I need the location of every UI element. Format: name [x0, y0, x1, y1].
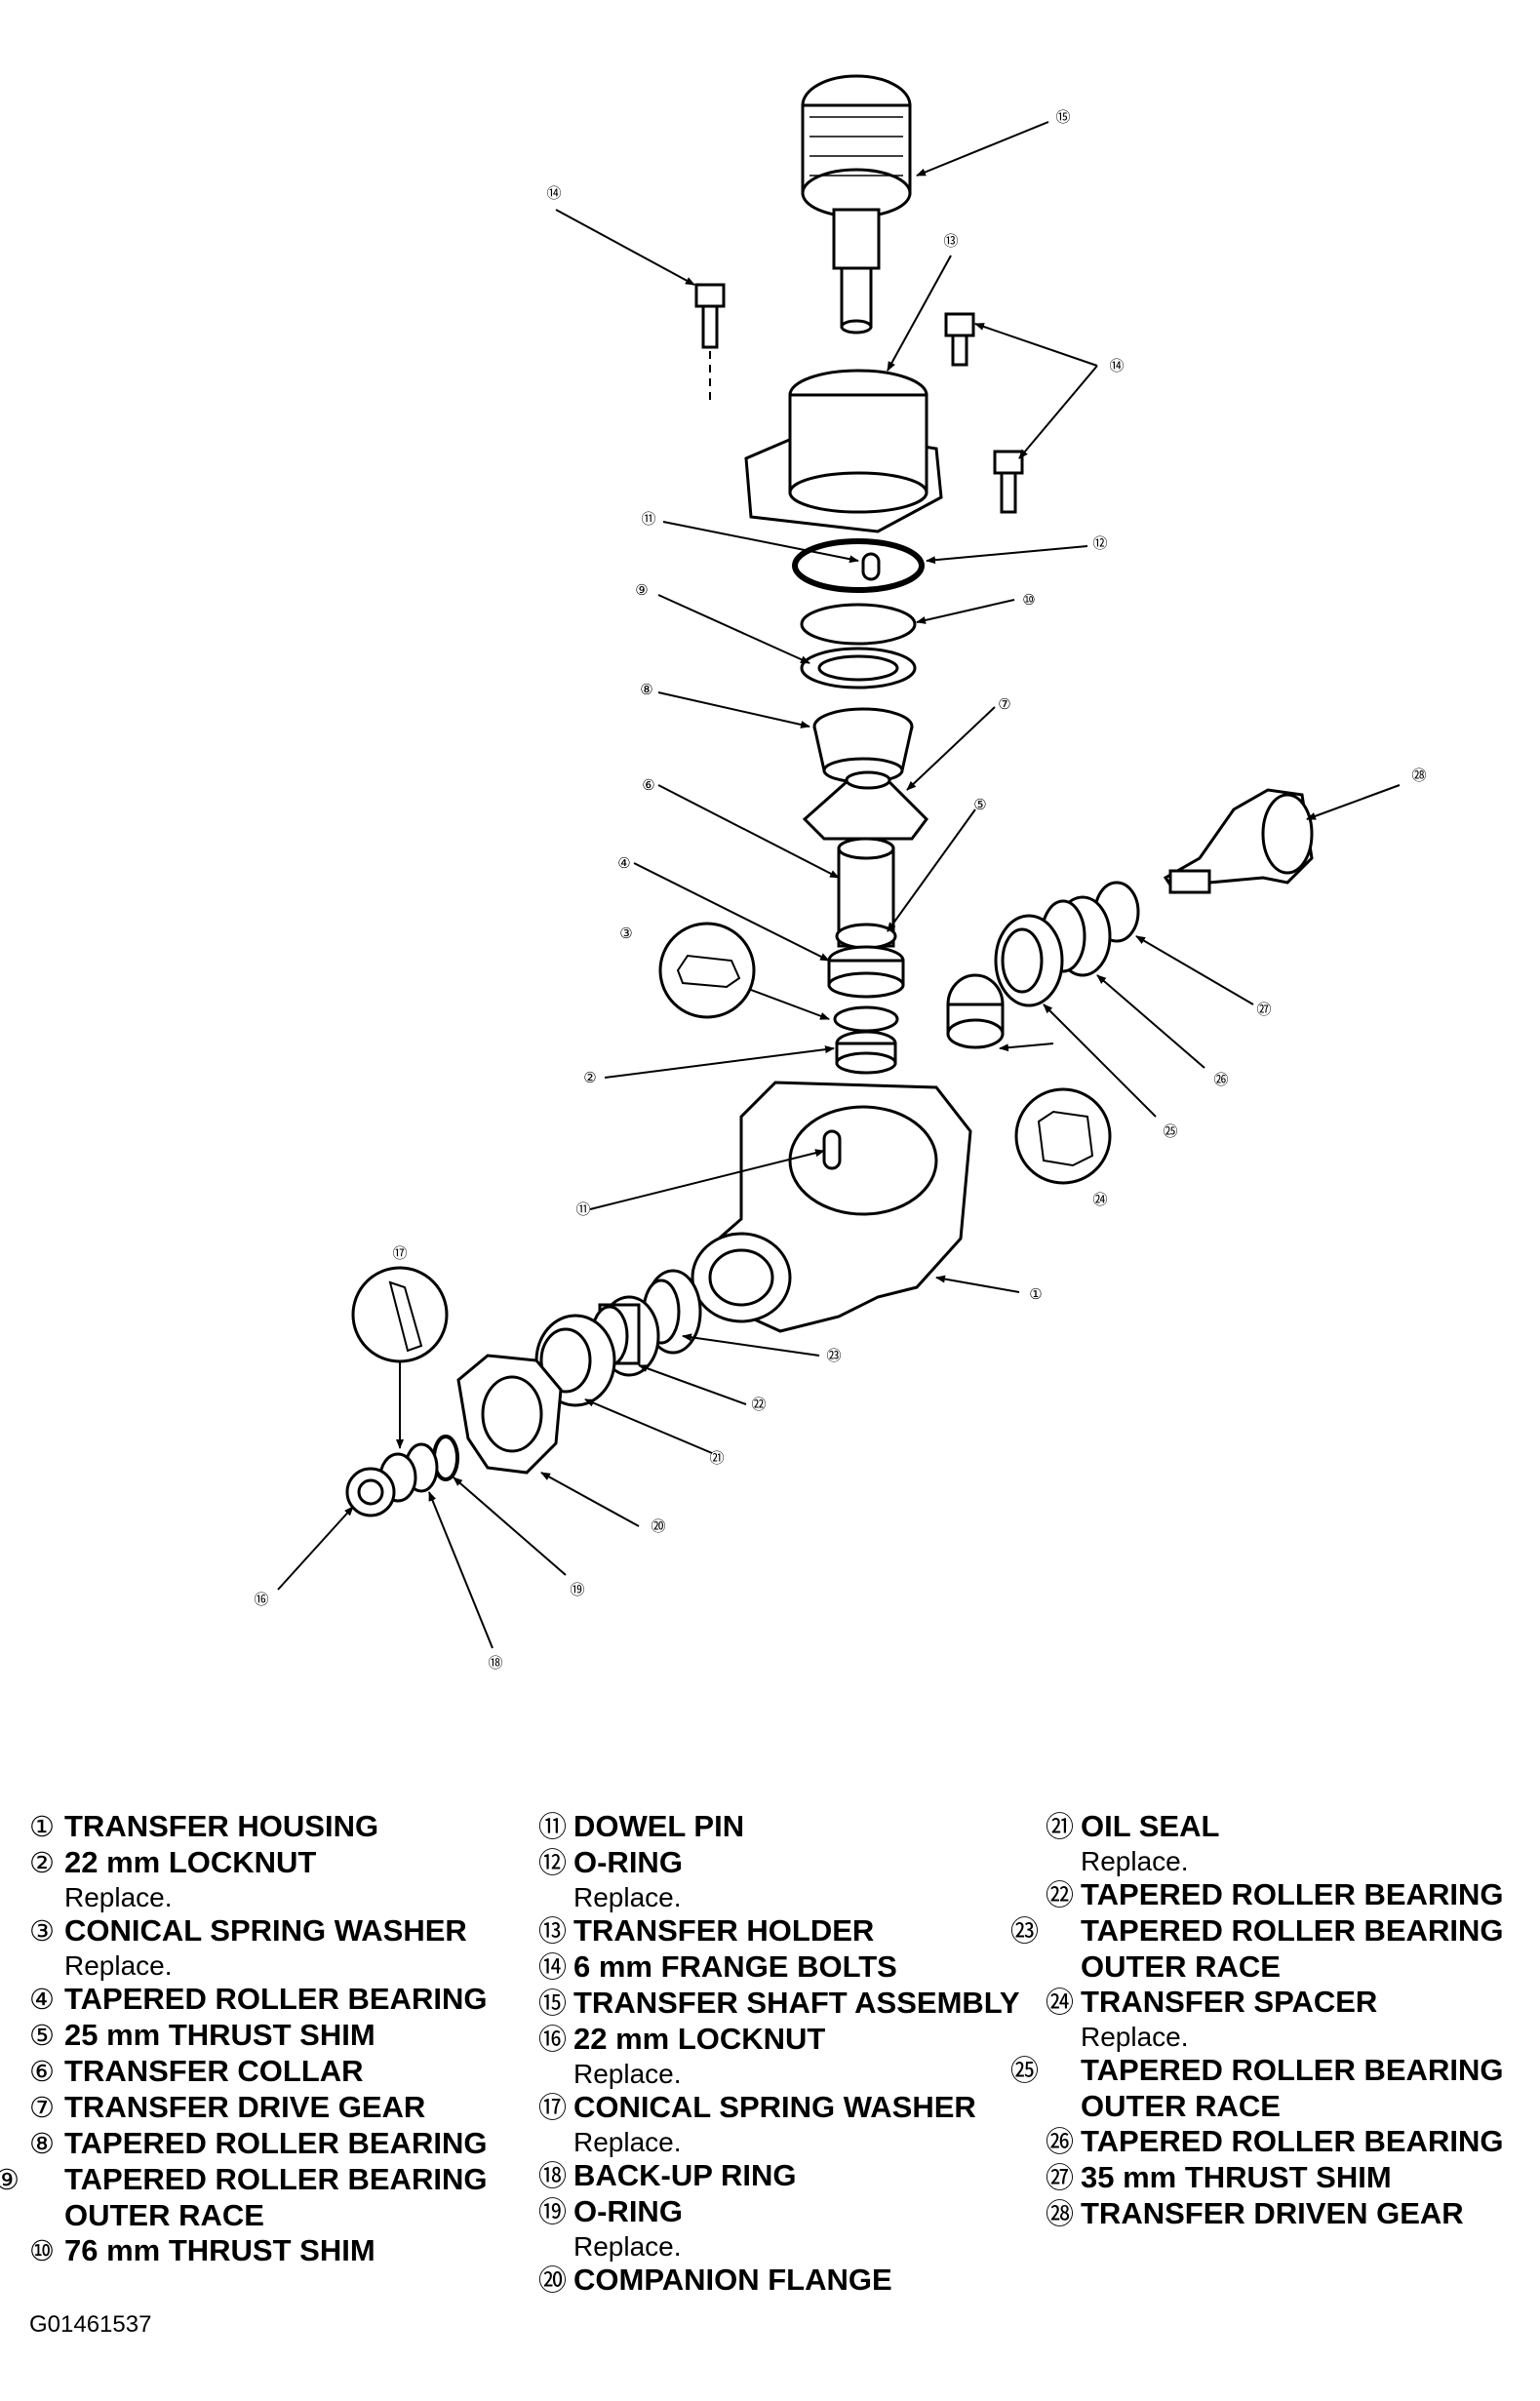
callout-23: ㉓ [826, 1348, 841, 1364]
washer-detail-view [658, 922, 756, 1019]
callout-1: ① [1029, 1286, 1042, 1303]
callout-27: ㉗ [1256, 1002, 1271, 1018]
thrust-shim [800, 603, 917, 646]
callout-18: ⑱ [488, 1655, 502, 1672]
callout-26: ㉖ [1213, 1072, 1228, 1088]
washer-detail-view [351, 1266, 449, 1363]
callout-19: ⑲ [570, 1582, 584, 1598]
callout-28: ㉘ [1411, 768, 1426, 784]
callout-3: ③ [619, 925, 632, 942]
tapered-roller-bearing [812, 707, 914, 784]
callout-6: ⑥ [642, 777, 654, 794]
callout-9: ⑨ [635, 582, 648, 599]
callout-2: ② [583, 1070, 596, 1086]
dowel-pin [861, 552, 881, 581]
callout-22: ㉒ [751, 1397, 766, 1413]
transfer-spacer [946, 973, 1005, 1049]
companion-flange [456, 1354, 563, 1475]
callout-10: ⑩ [1022, 592, 1035, 609]
transfer-drive-gear [802, 770, 928, 841]
callout-14: ⑭ [1109, 358, 1124, 374]
conical-spring-washer [833, 1005, 899, 1033]
locknut [835, 1030, 897, 1075]
exploded-view-diagram: ① ② ③ ④ ⑤ ⑥ ⑦ ⑧ ⑨ ⑩ ⑪ ⑪ ⑫ ⑬ ⑭ ⑭ ⑮ ⑯ ⑰ ⑱ … [254, 74, 1427, 1672]
callout-14: ⑭ [546, 185, 561, 202]
thrust-shim [835, 923, 897, 950]
bearing-outer-race [994, 914, 1064, 1007]
callout-8: ⑧ [640, 682, 652, 698]
transfer-driven-gear [1163, 788, 1314, 894]
callout-5: ⑤ [973, 797, 986, 813]
figure-code: G01461537 [29, 2311, 152, 2338]
callout-16: ⑯ [254, 1592, 268, 1608]
callout-7: ⑦ [998, 696, 1010, 713]
tapered-roller-bearing [827, 945, 905, 999]
callout-12: ⑫ [1092, 535, 1107, 552]
callout-25: ㉕ [1163, 1123, 1177, 1140]
transfer-shaft-assembly [801, 74, 912, 335]
callout-4: ④ [617, 855, 630, 872]
flange-bolt [993, 450, 1024, 514]
callout-17: ⑰ [392, 1245, 407, 1262]
callout-11: ⑪ [575, 1201, 590, 1218]
callout-24: ㉔ [1092, 1192, 1107, 1208]
callout-11: ⑪ [641, 511, 655, 528]
callout-20: ⑳ [651, 1518, 665, 1535]
flange-bolt [694, 283, 726, 400]
transfer-housing [691, 1081, 972, 1333]
o-ring [792, 538, 925, 593]
callout-21: ㉑ [709, 1450, 724, 1467]
flange-bolt [944, 312, 975, 367]
transfer-holder [744, 369, 943, 533]
spacer-detail-view [1014, 1087, 1112, 1185]
callout-13: ⑬ [943, 233, 958, 250]
locknut [345, 1467, 396, 1517]
callout-15: ⑮ [1055, 109, 1070, 126]
